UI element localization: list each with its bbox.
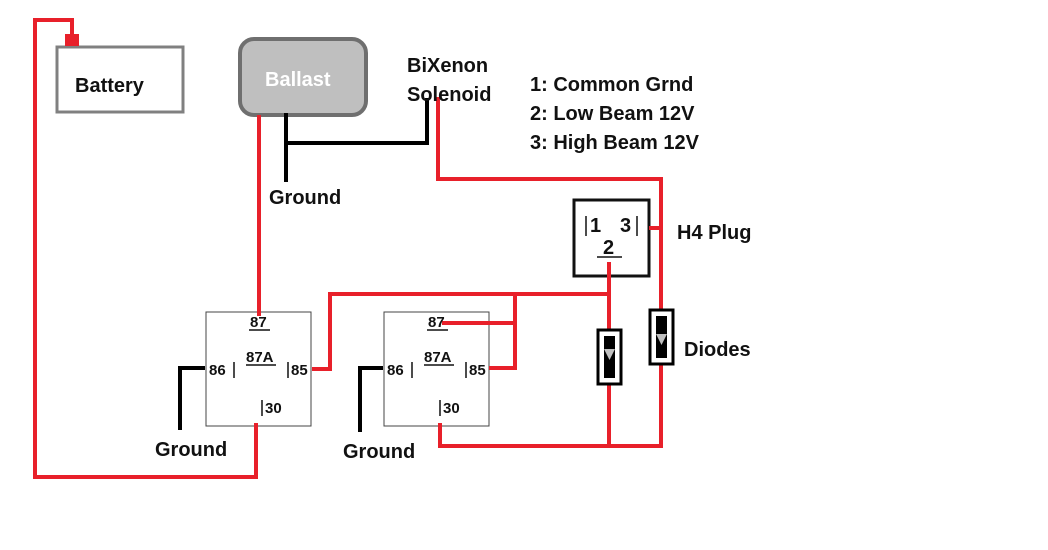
relay-1-pin-87a: 87A — [246, 349, 274, 366]
solenoid-label-line2: Solenoid — [407, 84, 491, 106]
ground-wire-relay-1 — [178, 366, 205, 430]
wire-h4-pin2-to-relay1-85 — [312, 292, 609, 371]
ground-label-relay-1: Ground — [155, 439, 227, 461]
diode-right — [648, 308, 675, 366]
ground-label-relay-2: Ground — [343, 441, 415, 463]
relay-2-pin-87a: 87A — [424, 349, 452, 366]
relay-1-pin-87: 87 — [250, 314, 267, 331]
ground-wire-solenoid — [284, 98, 429, 145]
ground-wire-relay-2 — [358, 366, 383, 432]
ground-label-ballast: Ground — [269, 187, 341, 209]
h4-pin-2: 2 — [603, 237, 614, 259]
wire-battery-to-relay1-30 — [33, 18, 258, 479]
ballast-label: Ballast — [265, 69, 331, 91]
relay-2-pin-86: 86 — [387, 362, 404, 379]
relay-2-pin-87: 87 — [428, 314, 445, 331]
h4-pin-3: 3 — [620, 215, 631, 237]
h4-plug-label: H4 Plug — [677, 222, 751, 244]
relay-2-pin-30: 30 — [443, 400, 460, 417]
h4-plug-box — [572, 198, 651, 278]
wire-relay2-bus — [489, 294, 517, 370]
h4-pin-1: 1 — [590, 215, 601, 237]
relay-2-pin-85: 85 — [469, 362, 486, 379]
relay-1-pin-86: 86 — [209, 362, 226, 379]
diode-left — [596, 328, 623, 386]
ballast-box — [238, 37, 368, 117]
relay-2-box — [383, 311, 490, 427]
solenoid-label-line1: BiXenon — [407, 55, 488, 77]
wire-relay2-30-to-diodes — [438, 362, 663, 448]
battery-box — [55, 45, 185, 114]
diodes-label: Diodes — [684, 339, 751, 361]
relay-1-box — [205, 311, 312, 427]
legend-item-1: 1: Common Grnd — [530, 74, 693, 96]
relay-1-pin-30: 30 — [265, 400, 282, 417]
wire-solenoid-to-diode — [436, 97, 663, 310]
battery-terminal — [65, 34, 79, 46]
legend-item-2: 2: Low Beam 12V — [530, 103, 695, 125]
relay-1-pin-85: 85 — [291, 362, 308, 379]
battery-label: Battery — [75, 75, 145, 97]
legend-item-3: 3: High Beam 12V — [530, 132, 700, 154]
